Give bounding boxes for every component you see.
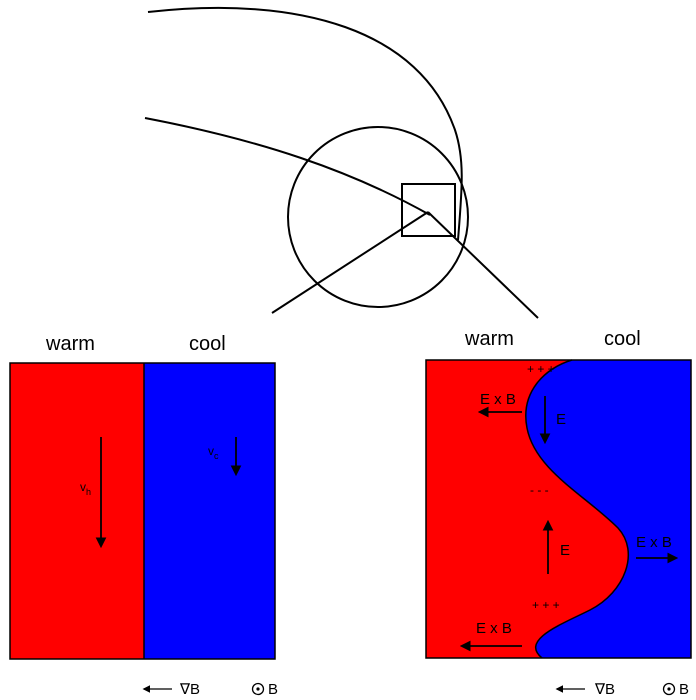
warm-velocity-label: vh	[80, 480, 91, 497]
b-label-right: B	[679, 681, 689, 698]
leader-line-right	[427, 211, 539, 319]
b-out-of-page-dot-left	[256, 687, 260, 691]
b-label-left: B	[268, 681, 278, 698]
left-panel: warm cool vh vc	[9, 333, 276, 660]
zoom-box	[401, 183, 456, 237]
left-cool-region	[144, 363, 275, 659]
left-label-cool: cool	[189, 333, 226, 355]
cool-velocity-label: vc	[208, 444, 219, 461]
right-label-cool: cool	[604, 328, 641, 350]
left-label-warm: warm	[45, 333, 95, 355]
right-warm-region	[426, 360, 629, 658]
b-out-of-page-icon-right	[662, 682, 676, 696]
overview-sketch	[144, 6, 539, 319]
right-interface-curve	[525, 359, 629, 659]
charge-bottom: + + +	[532, 598, 560, 612]
exb-label-right: E x B	[636, 534, 672, 551]
b-out-of-page-dot-right	[667, 687, 671, 691]
e-field-label-top: E	[556, 411, 566, 428]
zoom-circle	[287, 126, 469, 308]
legend-left: ∇B B	[142, 681, 278, 698]
grad-b-label-left: ∇B	[179, 681, 200, 698]
b-out-of-page-icon-left	[251, 682, 265, 696]
left-warm-region	[10, 363, 144, 659]
legend-right: ∇B B	[555, 681, 689, 698]
right-panel: warm cool + + + - - - + + + E x B E x B …	[425, 328, 692, 659]
exb-label-bottom: E x B	[476, 620, 512, 637]
e-field-label-middle: E	[560, 542, 570, 559]
inner-curve	[144, 117, 431, 216]
right-panel-border	[425, 359, 692, 659]
left-panel-border	[9, 362, 276, 660]
grad-b-label-right: ∇B	[594, 681, 615, 698]
right-label-warm: warm	[464, 328, 514, 350]
outer-curve	[147, 6, 463, 241]
charge-top: + + +	[527, 362, 555, 376]
charge-middle: - - -	[530, 483, 549, 497]
leader-line-left	[271, 211, 429, 314]
exb-label-top: E x B	[480, 391, 516, 408]
